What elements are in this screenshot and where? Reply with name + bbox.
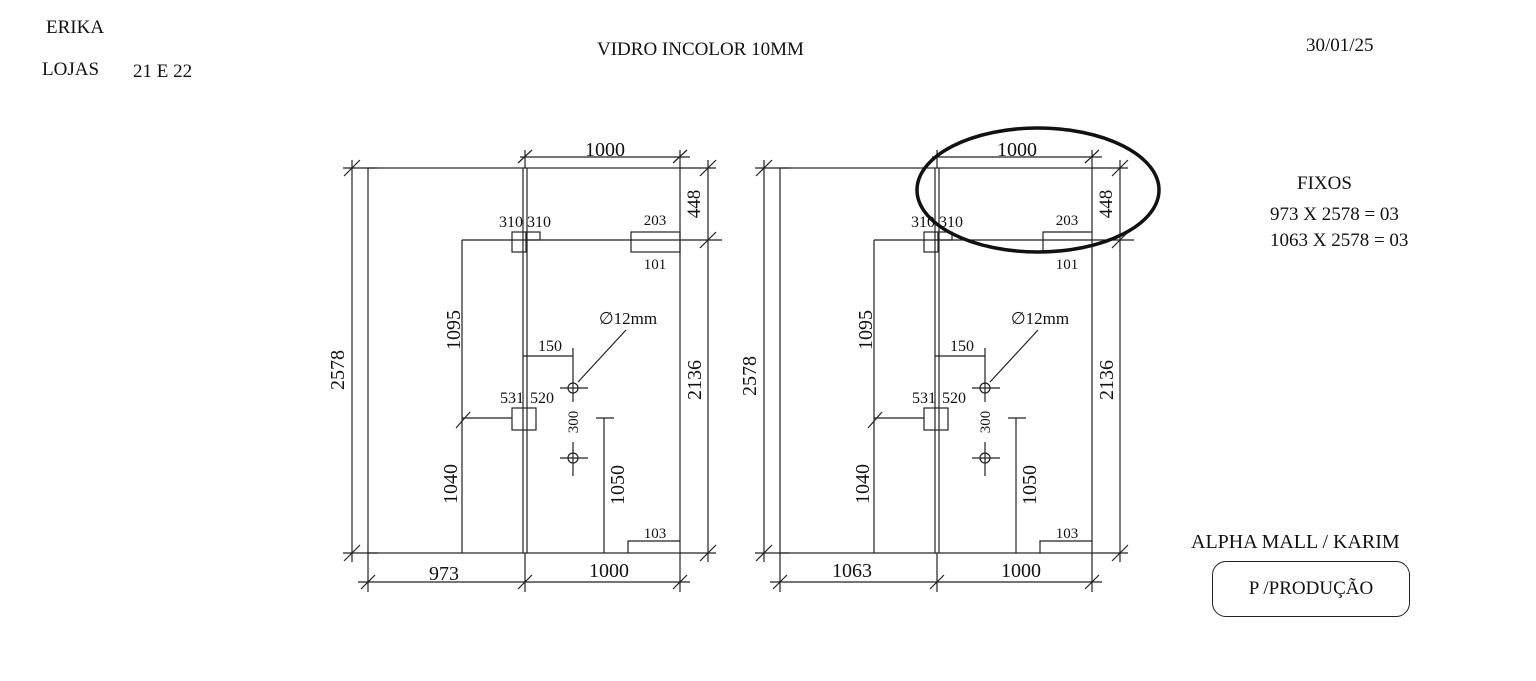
dim-hole-diameter: ∅12mm bbox=[599, 309, 657, 328]
dim-lock-203: 203 bbox=[1056, 213, 1079, 229]
dim-total-height: 2578 bbox=[327, 350, 349, 390]
dim-total-height: 2578 bbox=[739, 356, 761, 396]
dim-handle-height: 1050 bbox=[607, 465, 629, 505]
document-date: 30/01/25 bbox=[1306, 35, 1374, 56]
dim-handle-offset: 150 bbox=[950, 338, 974, 355]
production-stamp-label: P /PRODUÇÃO bbox=[1248, 578, 1374, 599]
dim-door-height: 2136 bbox=[684, 360, 706, 400]
fixos-line-2: 1063 X 2578 = 03 bbox=[1270, 230, 1409, 251]
dim-hinge-mid-a: 531 bbox=[912, 390, 936, 407]
panel-1-labels: 1000 973 1000 2578 448 2136 1095 1040 10… bbox=[327, 139, 706, 585]
dim-lock-101: 101 bbox=[1056, 257, 1079, 273]
dim-lock-101: 101 bbox=[644, 257, 667, 273]
panel-2-labels: 1000 1063 1000 2578 448 2136 1095 1040 1… bbox=[739, 139, 1118, 582]
fixos-title: FIXOS bbox=[1297, 173, 1352, 194]
dim-handle-offset: 150 bbox=[538, 338, 562, 355]
panel-2 bbox=[755, 149, 1134, 592]
dim-hinge-mid-b: 520 bbox=[942, 390, 966, 407]
dim-handle-height: 1050 bbox=[1019, 465, 1041, 505]
fixos-line-1: 973 X 2578 = 03 bbox=[1270, 204, 1399, 225]
dim-bottom-103: 103 bbox=[644, 526, 667, 542]
dim-right-width: 1000 bbox=[589, 560, 629, 582]
dim-bottom-103: 103 bbox=[1056, 526, 1079, 542]
dim-hinge-top-a: 310 bbox=[499, 214, 523, 231]
lojas-label: LOJAS bbox=[42, 59, 100, 80]
dim-hinge-mid-b: 520 bbox=[530, 390, 554, 407]
panel-outline bbox=[367, 167, 681, 554]
dim-left-lower: 1040 bbox=[852, 464, 874, 504]
dim-left-upper: 1095 bbox=[855, 310, 877, 350]
panel-outline bbox=[779, 167, 1093, 554]
client-name: ERIKA bbox=[46, 17, 105, 38]
dim-left-width: 1063 bbox=[832, 560, 872, 582]
highlight-ellipse bbox=[915, 126, 1161, 254]
dim-door-height: 2136 bbox=[1096, 360, 1118, 400]
dim-top-width: 1000 bbox=[997, 139, 1037, 161]
dim-right-width: 1000 bbox=[1001, 560, 1041, 582]
dim-left-lower: 1040 bbox=[440, 464, 462, 504]
dim-hole-spacing: 300 bbox=[566, 411, 582, 434]
panel-1 bbox=[343, 149, 722, 592]
lojas-value: 21 E 22 bbox=[133, 61, 193, 82]
project-name: ALPHA MALL / KARIM bbox=[1191, 531, 1400, 553]
production-stamp: P /PRODUÇÃO bbox=[1212, 561, 1410, 617]
dim-hinge-top-b: 310 bbox=[939, 214, 963, 231]
dim-hinge-top-a: 310 bbox=[911, 214, 935, 231]
dim-lock-203: 203 bbox=[644, 213, 667, 229]
document-title: VIDRO INCOLOR 10MM bbox=[597, 39, 804, 60]
dim-hinge-top-b: 310 bbox=[527, 214, 551, 231]
dim-left-upper: 1095 bbox=[443, 310, 465, 350]
dim-left-width: 973 bbox=[429, 563, 459, 585]
dim-upper-fixed: 448 bbox=[684, 190, 705, 219]
dim-hole-diameter: ∅12mm bbox=[1011, 309, 1069, 328]
dim-hinge-mid-a: 531 bbox=[500, 390, 524, 407]
dim-hole-spacing: 300 bbox=[978, 411, 994, 434]
dim-top-width: 1000 bbox=[585, 139, 625, 161]
dim-upper-fixed: 448 bbox=[1096, 190, 1117, 219]
